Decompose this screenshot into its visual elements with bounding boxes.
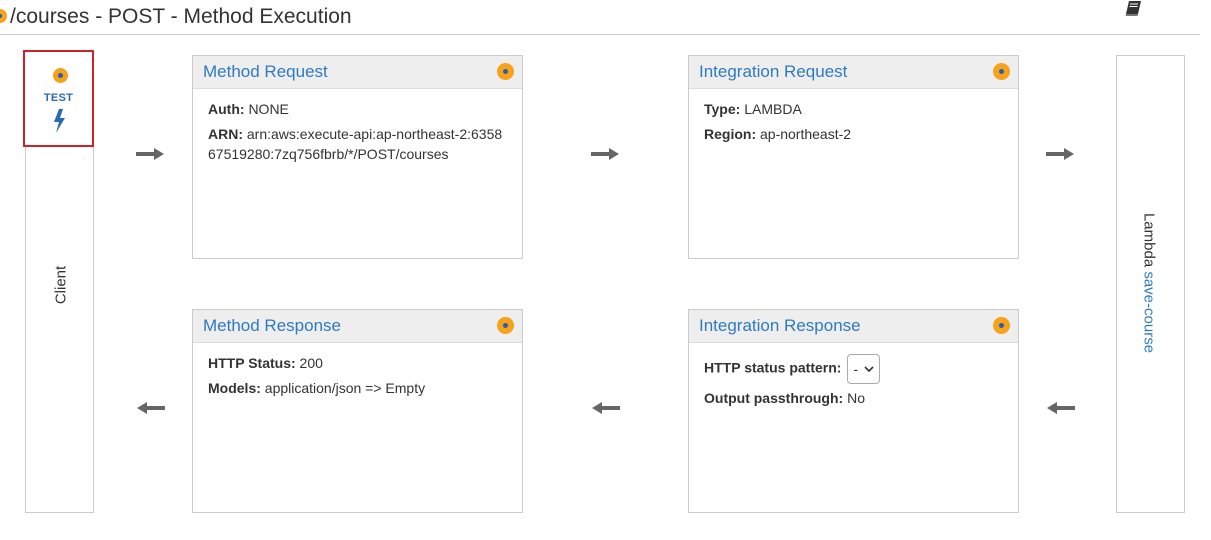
- page-title: /courses - POST - Method Execution: [10, 5, 352, 28]
- chevron-down-icon: [864, 366, 874, 373]
- method-response-status-icon[interactable]: [497, 317, 514, 334]
- method-request-status-icon[interactable]: [497, 63, 514, 80]
- method-response-header: Method Response: [193, 310, 522, 343]
- integration-response-link[interactable]: Integration Response: [699, 316, 861, 335]
- status-pattern-label: HTTP status pattern:: [704, 359, 842, 376]
- status-pattern-select[interactable]: -: [847, 354, 881, 384]
- test-label: TEST: [43, 92, 74, 104]
- method-response-card: Method Response HTTP Status: 200 Models:…: [192, 309, 523, 513]
- arn-value: arn:aws:execute-api:ap-northeast-2:63586…: [208, 126, 503, 162]
- test-button[interactable]: TEST: [23, 50, 94, 147]
- method-request-link[interactable]: Method Request: [203, 62, 328, 81]
- client-label: Client: [52, 265, 70, 305]
- book-icon[interactable]: [1124, 0, 1142, 17]
- integration-response-header: Integration Response: [689, 310, 1018, 343]
- arrow-right-icon: [1046, 148, 1074, 160]
- lambda-prefix: Lambda: [1140, 212, 1158, 268]
- method-request-body: Auth: NONE ARN: arn:aws:execute-api:ap-n…: [193, 89, 522, 179]
- auth-label: Auth:: [208, 101, 245, 117]
- lambda-label: Lambda save-course: [1141, 213, 1158, 353]
- type-value: LAMBDA: [744, 101, 802, 117]
- integration-response-body: HTTP status pattern: - Output passthroug…: [689, 343, 1018, 423]
- integration-request-status-icon[interactable]: [993, 63, 1010, 80]
- status-dot-icon: [0, 9, 7, 23]
- type-label: Type:: [704, 101, 741, 117]
- arrow-left-icon: [592, 402, 620, 414]
- arrow-right-icon: [136, 148, 164, 160]
- method-response-link[interactable]: Method Response: [203, 316, 341, 335]
- output-passthrough-value: No: [847, 390, 865, 406]
- output-passthrough-label: Output passthrough:: [704, 390, 844, 406]
- arrow-left-icon: [1047, 402, 1075, 414]
- integration-response-card: Integration Response HTTP status pattern…: [688, 309, 1019, 513]
- models-value: application/json => Empty: [264, 380, 426, 396]
- models-label: Models:: [208, 380, 261, 396]
- method-request-header: Method Request: [193, 56, 522, 89]
- lambda-function-link[interactable]: save-course: [1140, 271, 1158, 354]
- lambda-panel: [1116, 55, 1185, 513]
- method-response-body: HTTP Status: 200 Models: application/jso…: [193, 343, 522, 413]
- method-request-card: Method Request Auth: NONE ARN: arn:aws:e…: [192, 55, 523, 259]
- integration-request-header: Integration Request: [689, 56, 1018, 89]
- region-value: ap-northeast-2: [760, 126, 852, 142]
- arrow-left-icon: [137, 402, 165, 414]
- integration-request-link[interactable]: Integration Request: [699, 62, 848, 81]
- auth-value: NONE: [248, 101, 289, 117]
- arn-label: ARN:: [208, 126, 243, 142]
- title-bar: /courses - POST - Method Execution: [0, 0, 1200, 35]
- lightning-bolt-icon: [54, 109, 65, 133]
- integration-request-card: Integration Request Type: LAMBDA Region:…: [688, 55, 1019, 259]
- integration-request-body: Type: LAMBDA Region: ap-northeast-2: [689, 89, 1018, 159]
- test-status-icon: [53, 68, 68, 83]
- http-status-value: 200: [299, 355, 323, 371]
- region-label: Region:: [704, 126, 757, 142]
- http-status-label: HTTP Status:: [208, 355, 296, 371]
- arrow-right-icon: [591, 148, 619, 160]
- integration-response-status-icon[interactable]: [993, 317, 1010, 334]
- status-pattern-value: -: [853, 361, 858, 377]
